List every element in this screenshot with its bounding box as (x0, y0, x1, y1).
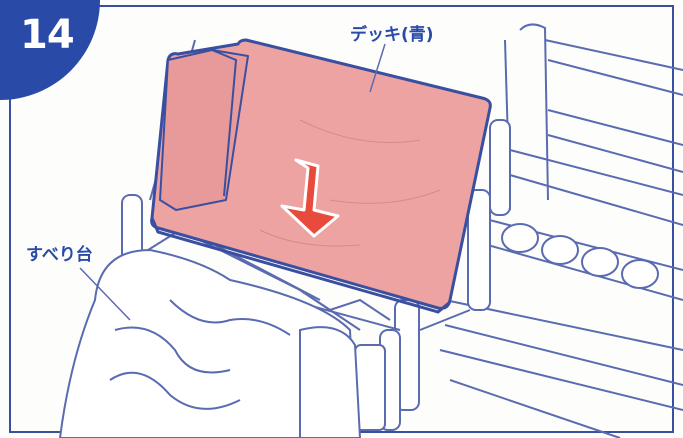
deck-texture (259, 119, 441, 247)
deck-leader-line (369, 43, 386, 93)
down-arrow-icon (280, 158, 340, 238)
step-badge (0, 0, 100, 100)
slide-label: すべり台 (26, 245, 93, 265)
posts (121, 119, 511, 431)
deck-label: デッキ(青) (350, 25, 434, 45)
slide-leader-line (79, 267, 131, 321)
rollers (501, 223, 659, 289)
deck-panel (150, 38, 492, 314)
slide-body (58, 248, 362, 438)
step-number: 14 (20, 12, 75, 58)
